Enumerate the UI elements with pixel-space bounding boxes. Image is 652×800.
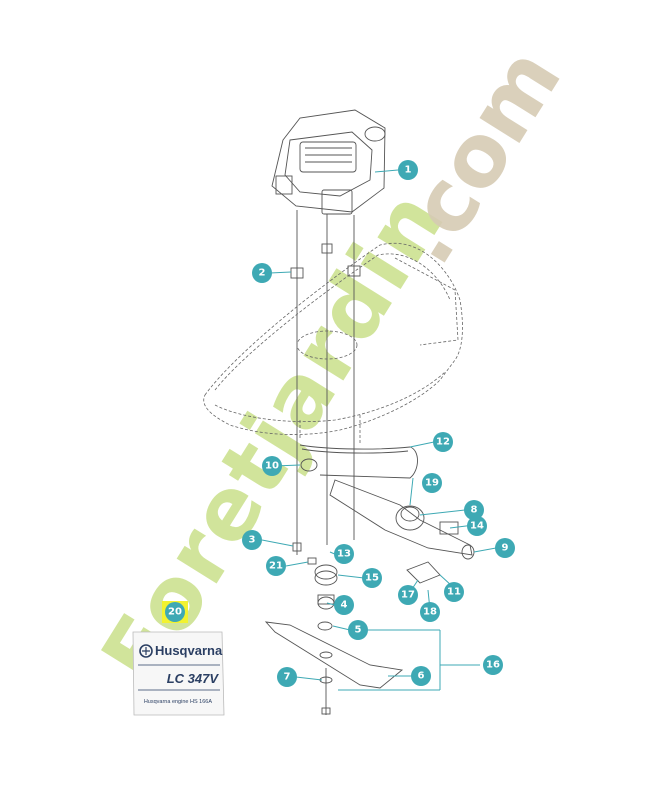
watermark-green: Foretjardin	[83, 173, 465, 701]
callout-5: 5	[348, 620, 368, 640]
model-decal: Husqvarna LC 347V Husqvarna engine HS 16…	[132, 631, 225, 716]
callout-17: 17	[398, 585, 418, 605]
callout-7: 7	[277, 667, 297, 687]
callout-11: 11	[444, 582, 464, 602]
callout-18: 18	[420, 602, 440, 622]
svg-text:9: 9	[502, 543, 509, 554]
callout-6: 6	[411, 666, 431, 686]
svg-text:12: 12	[436, 437, 450, 448]
svg-text:20: 20	[168, 607, 182, 618]
svg-text:14: 14	[470, 521, 484, 532]
svg-text:17: 17	[401, 590, 415, 601]
watermark: Foretjardin .com	[83, 31, 581, 701]
callout-12: 12	[433, 432, 453, 452]
callout-3: 3	[242, 530, 262, 550]
callout-2: 2	[252, 263, 272, 283]
svg-text:19: 19	[425, 478, 439, 489]
svg-text:13: 13	[337, 549, 351, 560]
svg-text:6: 6	[418, 671, 425, 682]
leader-lines	[261, 169, 497, 691]
svg-text:10: 10	[265, 461, 279, 472]
callout-15: 15	[362, 568, 382, 588]
svg-text:2: 2	[259, 268, 266, 279]
callout-10: 10	[262, 456, 282, 476]
svg-text:16: 16	[486, 660, 500, 671]
svg-text:15: 15	[365, 573, 379, 584]
callout-16: 16	[483, 655, 503, 675]
callout-13: 13	[334, 544, 354, 564]
callout-14: 14	[467, 516, 487, 536]
callout-21: 21	[266, 556, 286, 576]
svg-text:18: 18	[423, 607, 437, 618]
svg-text:8: 8	[471, 505, 478, 516]
decal-brand: Husqvarna	[155, 643, 223, 658]
svg-text:21: 21	[269, 561, 283, 572]
svg-text:3: 3	[249, 535, 256, 546]
drive-gearbox	[329, 479, 475, 584]
callout-4: 4	[334, 595, 354, 615]
svg-text:1: 1	[405, 165, 412, 176]
svg-text:4: 4	[341, 600, 348, 611]
callout-8: 8	[464, 500, 484, 520]
callout-1: 1	[398, 160, 418, 180]
svg-text:5: 5	[355, 625, 362, 636]
watermark-beige: .com	[373, 31, 581, 281]
svg-text:11: 11	[447, 587, 461, 598]
decal-engine-text: Husqvarna engine HS 166A	[144, 699, 213, 705]
callout-9: 9	[495, 538, 515, 558]
decal-model: LC 347V	[167, 671, 220, 686]
husqvarna-logo-icon	[139, 644, 153, 658]
mower-deck	[203, 242, 463, 445]
callout-20: 20	[162, 601, 188, 623]
svg-text:7: 7	[284, 672, 291, 683]
callout-19: 19	[422, 473, 442, 493]
engine	[271, 109, 386, 215]
